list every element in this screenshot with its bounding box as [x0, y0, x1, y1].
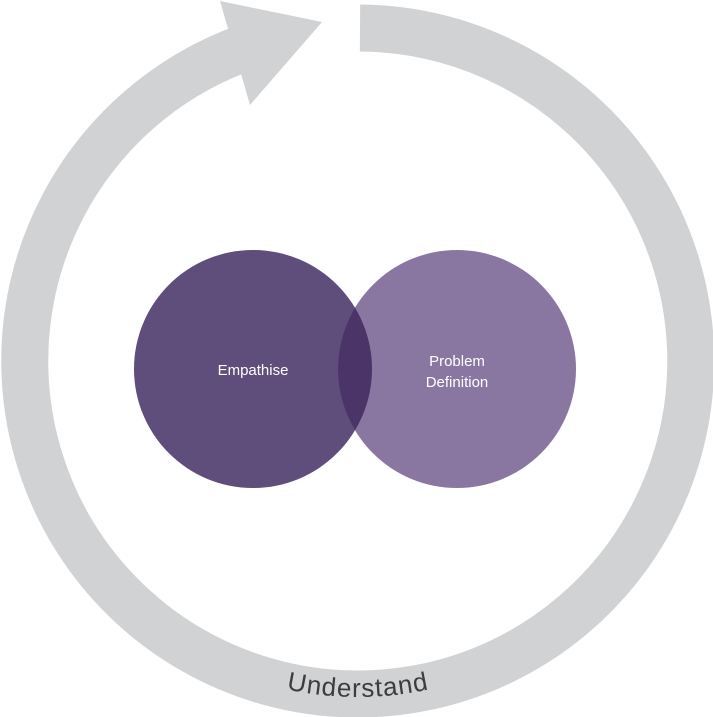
- problem-definition-label-line1: Problem: [429, 353, 485, 370]
- cycle-ring: [1, 4, 713, 717]
- empathise-circle: [134, 250, 372, 488]
- empathise-label: Empathise: [218, 362, 289, 379]
- cycle-arrowhead-icon: [220, 1, 322, 105]
- problem-definition-circle: [338, 250, 576, 488]
- problem-definition-label-line2: Definition: [426, 374, 489, 391]
